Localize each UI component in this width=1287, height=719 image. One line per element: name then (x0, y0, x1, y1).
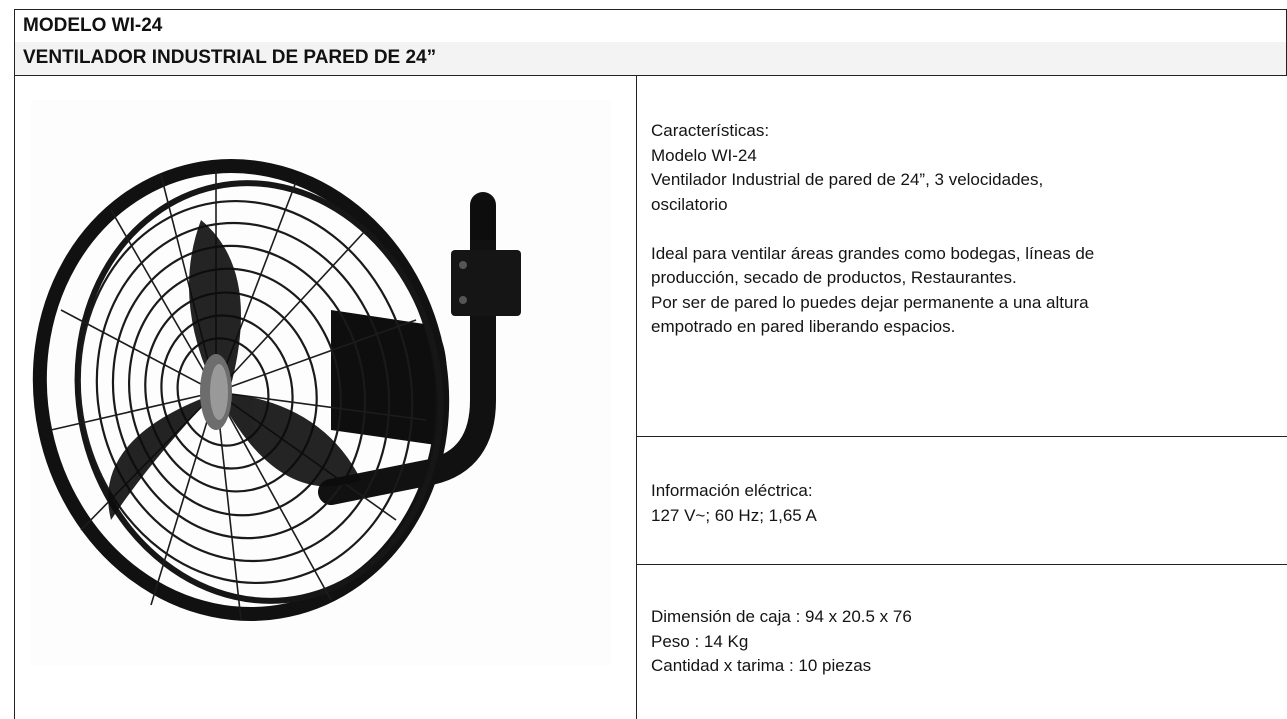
packaging-pallet: Cantidad x tarima : 10 piezas (651, 656, 872, 675)
features-heading: Características: (651, 121, 770, 140)
features-use-line2: producción, secado de productos, Restaur… (651, 268, 1017, 287)
electrical-spec: 127 V~; 60 Hz; 1,65 A (651, 505, 817, 525)
features-wall-line1: Por ser de pared lo puedes dejar permane… (651, 292, 1089, 312)
wall-fan-image (32, 159, 521, 621)
features-desc-line1: Ventilador Industrial de pared de 24”, 3… (651, 170, 1044, 189)
electrical-cell: Información eléctrica: 127 V~; 60 Hz; 1,… (637, 437, 1287, 565)
product-title: VENTILADOR INDUSTRIAL DE PARED DE 24” (14, 42, 1287, 76)
packaging-box: Dimensión de caja : 94 x 20.5 x 76 (651, 607, 912, 626)
image-cell (15, 75, 637, 719)
features-model: Modelo WI-24 (651, 145, 757, 165)
features-wall-line2: empotrado en pared liberando espacios. (651, 317, 956, 336)
features-use-line1: Ideal para ventilar áreas grandes como b… (651, 243, 1095, 263)
product-photo (31, 100, 611, 665)
features-cell: Características: Modelo WI-24 Ventilador… (637, 75, 1287, 437)
features-desc-line2: oscilatorio (651, 194, 728, 214)
model-title: MODELO WI-24 (14, 9, 1287, 43)
spec-table: Características: Modelo WI-24 Ventilador… (14, 75, 1287, 719)
electrical-heading: Información eléctrica: (651, 481, 813, 500)
packaging-weight: Peso : 14 Kg (651, 631, 749, 651)
packaging-cell: Dimensión de caja : 94 x 20.5 x 76 Peso … (637, 565, 1287, 719)
